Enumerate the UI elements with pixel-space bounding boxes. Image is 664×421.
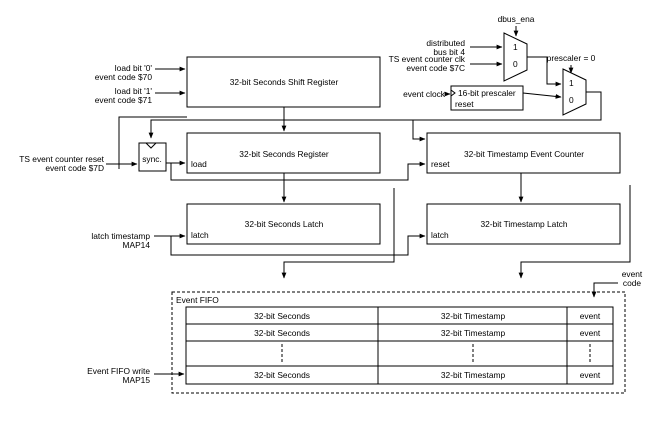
- timestamp-event-counter: [426, 132, 621, 174]
- ts-reset-label-1: TS event counter reset: [19, 154, 104, 164]
- mux2-zero-label: 0: [569, 95, 574, 105]
- timestamp-counter-reset-label: reset: [431, 159, 450, 169]
- distributed-bus-bit-label-1: distributed: [426, 38, 465, 48]
- dbus-ena-label: dbus_ena: [498, 14, 535, 24]
- mux-bus-select: [503, 32, 528, 82]
- seconds-latch: [186, 203, 381, 245]
- event-code-label-1: event: [622, 269, 643, 279]
- fifo-row2-timestamp: 32-bit Timestamp: [441, 370, 506, 380]
- sync-label: sync.: [142, 154, 162, 164]
- prescaler-reset-label: reset: [455, 99, 474, 109]
- fifo-title: Event FIFO: [176, 295, 219, 305]
- event-code-label-2: code: [623, 278, 642, 288]
- timestamp-latch-pin-label: latch: [431, 230, 449, 240]
- fifo-write-label-2: MAP15: [123, 375, 151, 385]
- seconds-register-load-label: load: [191, 159, 207, 169]
- seconds-latch-pin-label: latch: [191, 230, 209, 240]
- fifo-row1-timestamp: 32-bit Timestamp: [441, 328, 506, 338]
- sync-block: [138, 142, 167, 172]
- seconds-register-label: 32-bit Seconds Register: [239, 149, 329, 159]
- prescaler-label: 16-bit prescaler: [458, 88, 516, 98]
- fifo-header-timestamp: 32-bit Timestamp: [441, 311, 506, 321]
- fifo-row1-event: event: [580, 328, 601, 338]
- mux-prescaler-select: [562, 68, 587, 116]
- timestamp-latch-label: 32-bit Timestamp Latch: [480, 219, 567, 229]
- timestamp-latch: [426, 203, 621, 245]
- event-clock-label: event clock: [403, 89, 446, 99]
- seconds-latch-label: 32-bit Seconds Latch: [245, 219, 324, 229]
- fifo-write-label-1: Event FIFO write: [87, 366, 150, 376]
- seconds-register: [186, 132, 381, 174]
- load-bit-1-label-1: load bit '1': [115, 86, 153, 96]
- fifo-header-event: event: [580, 311, 601, 321]
- timestamp-counter-label: 32-bit Timestamp Event Counter: [464, 149, 584, 159]
- load-bit-0-label-1: load bit '0': [115, 63, 153, 73]
- ts-reset-label-2: event code $7D: [45, 163, 104, 173]
- load-bit-0-label-2: event code $70: [95, 72, 153, 82]
- fifo-row1-seconds: 32-bit Seconds: [254, 328, 310, 338]
- mux1-zero-label: 0: [513, 59, 518, 69]
- fifo-row2-seconds: 32-bit Seconds: [254, 370, 310, 380]
- prescaler-16bit: [450, 85, 524, 111]
- event-fifo-boundary: [171, 291, 626, 394]
- load-bit-1-label-2: event code $71: [95, 95, 153, 105]
- distributed-bus-bit-label-2: bus bit 4: [433, 47, 465, 57]
- shift-register-label: 32-bit Seconds Shift Register: [230, 77, 339, 87]
- fifo-row2-event: event: [580, 370, 601, 380]
- latch-timestamp-label-2: MAP14: [123, 240, 151, 250]
- mux1-one-label: 1: [513, 42, 518, 52]
- fifo-header-seconds: 32-bit Seconds: [254, 311, 310, 321]
- mux2-one-label: 1: [569, 78, 574, 88]
- prescaler-zero-label: prescaler = 0: [547, 53, 596, 63]
- ts-event-counter-clk-label-1: TS event counter clk: [389, 54, 466, 64]
- latch-timestamp-label-1: latch timestamp: [91, 231, 150, 241]
- ts-event-counter-clk-label-2: event code $7C: [406, 63, 465, 73]
- fifo-table: [185, 306, 614, 385]
